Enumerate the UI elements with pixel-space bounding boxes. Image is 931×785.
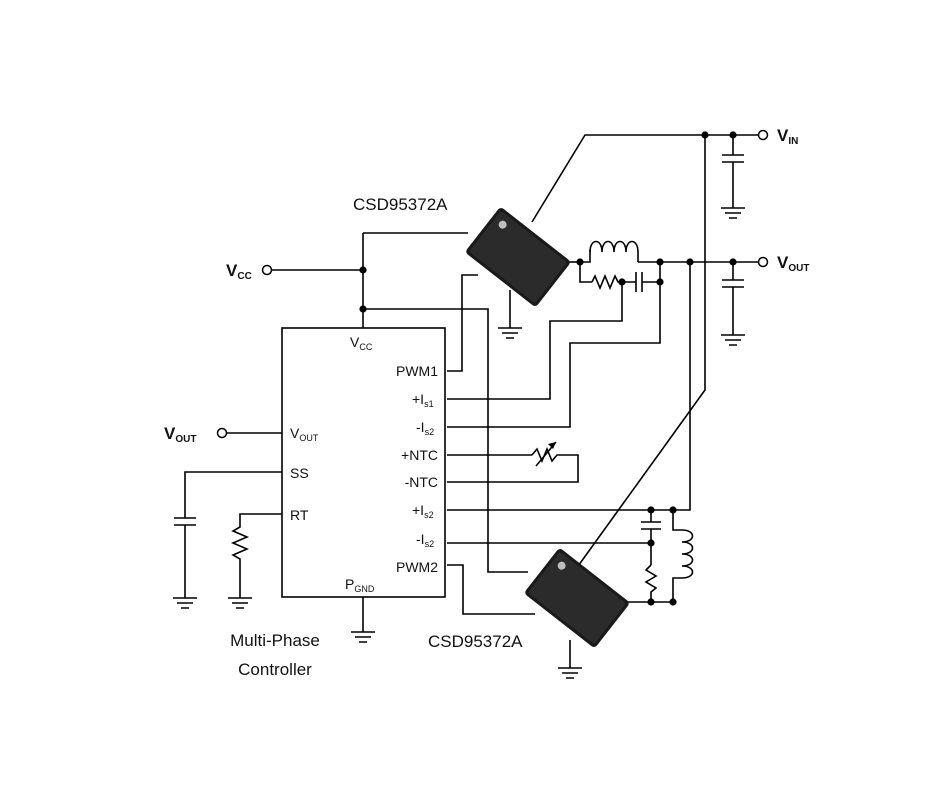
ground-icon bbox=[228, 597, 252, 609]
wires bbox=[174, 134, 760, 668]
chip-bottom-label: CSD95372A bbox=[428, 632, 523, 651]
junction-dot bbox=[359, 266, 367, 274]
vcc-terminal[interactable] bbox=[261, 264, 273, 276]
inductor-2 bbox=[672, 529, 694, 602]
chip-top bbox=[466, 208, 570, 306]
ss-capacitor bbox=[174, 471, 282, 598]
junction-dot bbox=[359, 305, 367, 313]
ground-icon bbox=[721, 334, 745, 346]
pin-ss: SS bbox=[290, 465, 309, 481]
pwm1-wire bbox=[447, 274, 478, 372]
junction-dot bbox=[701, 131, 709, 139]
junction-dot bbox=[647, 506, 655, 514]
vout-capacitor bbox=[722, 262, 744, 335]
rt-resistor bbox=[230, 513, 282, 598]
ground-icon bbox=[351, 631, 375, 643]
chip-top-pin1-icon bbox=[498, 220, 507, 229]
junction-dot bbox=[729, 131, 737, 139]
is1-pos-wire bbox=[447, 282, 623, 400]
ntc-resistor bbox=[447, 446, 579, 483]
rc2-capacitor bbox=[641, 510, 661, 565]
ground-icon bbox=[173, 597, 197, 609]
chip-bottom bbox=[525, 549, 629, 647]
pin-pwm2: PWM2 bbox=[396, 559, 438, 575]
junction-dot bbox=[729, 258, 737, 266]
vout-sense-to-is2p bbox=[447, 262, 691, 511]
vin-terminal[interactable] bbox=[757, 129, 769, 141]
is1-neg-wire bbox=[447, 262, 661, 428]
pin-is2-neg: -Is2 bbox=[416, 531, 434, 549]
pwm2-wire bbox=[447, 564, 535, 615]
pin-vout: VOUT bbox=[290, 425, 319, 443]
pin-ntc-pos: +NTC bbox=[401, 447, 438, 463]
vout-terminal[interactable] bbox=[757, 256, 769, 268]
rc1-left bbox=[579, 262, 592, 283]
junction-dot bbox=[669, 506, 677, 514]
rc2-resistor bbox=[644, 564, 658, 602]
junction-dot bbox=[647, 539, 655, 547]
vout-left-label: VOUT bbox=[164, 424, 196, 445]
ground-symbols bbox=[173, 207, 745, 679]
controller-box bbox=[281, 327, 446, 598]
pin-is2-pos: +Is2 bbox=[412, 502, 434, 520]
chip-top-label: CSD95372A bbox=[353, 195, 448, 214]
ground-icon bbox=[558, 667, 582, 679]
controller-label-line1: Multi-Phase bbox=[230, 631, 320, 650]
junction-dot bbox=[647, 598, 655, 606]
chip-bottom-pin1-icon bbox=[557, 561, 566, 570]
terminals bbox=[216, 129, 769, 439]
ind2-top bbox=[672, 510, 682, 531]
vout-left-terminal[interactable] bbox=[216, 427, 228, 439]
rc1-resistor bbox=[591, 273, 636, 291]
junction-dot bbox=[576, 258, 584, 266]
chip-top-face bbox=[470, 211, 566, 303]
pin-is1-pos: +Is1 bbox=[412, 391, 434, 409]
rc1-capacitor bbox=[635, 272, 643, 292]
pin-vcc: VCC bbox=[350, 334, 373, 352]
vin-label: VIN bbox=[777, 126, 798, 147]
ground-icon bbox=[498, 327, 522, 339]
pin-is1-neg: -Is2 bbox=[416, 419, 434, 437]
vout-label: VOUT bbox=[777, 253, 809, 274]
controller-label-line2: Controller bbox=[238, 660, 312, 679]
junction-dot bbox=[686, 258, 694, 266]
junction-dot bbox=[669, 598, 677, 606]
chip-bottom-face bbox=[529, 552, 625, 644]
junction-dot bbox=[656, 258, 664, 266]
junctions bbox=[359, 131, 737, 606]
vin-drop-to-bottom-chip bbox=[567, 135, 706, 581]
junction-dot bbox=[618, 278, 626, 286]
vin-capacitor bbox=[722, 135, 744, 208]
pin-pgnd: PGND bbox=[345, 576, 375, 594]
inductor-1 bbox=[589, 240, 639, 262]
pin-pwm1: PWM1 bbox=[396, 363, 438, 379]
ground-icon bbox=[721, 207, 745, 219]
vin-wire-top bbox=[531, 134, 760, 223]
vcc-label: VCC bbox=[226, 261, 252, 282]
pin-rt: RT bbox=[290, 507, 309, 523]
pin-ntc-neg: -NTC bbox=[405, 474, 438, 490]
junction-dot bbox=[656, 278, 664, 286]
vcc-to-bottom-chip bbox=[363, 308, 528, 573]
ntc-arrow-head bbox=[548, 442, 556, 449]
